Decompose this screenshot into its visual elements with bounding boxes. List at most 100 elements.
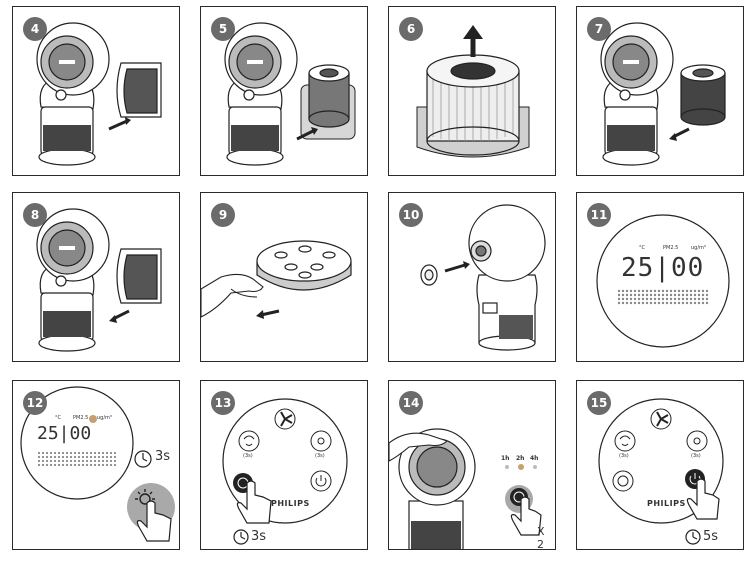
unit-ugm3: ug/m³ bbox=[691, 245, 706, 251]
matrix-dot bbox=[85, 451, 89, 455]
step-9-panel: 9 bbox=[200, 192, 368, 362]
matrix-dot bbox=[93, 459, 97, 463]
matrix-dot bbox=[701, 293, 705, 297]
matrix-dot bbox=[53, 455, 57, 459]
unit-pm25: PM2.5 bbox=[663, 245, 679, 251]
filter-cover bbox=[116, 62, 162, 118]
arrow-icon bbox=[260, 309, 280, 317]
hand-icon bbox=[201, 273, 264, 318]
timer-level-dots bbox=[505, 464, 537, 470]
hand-icon bbox=[510, 496, 542, 536]
step-15-illustration bbox=[598, 398, 724, 545]
hold-duration-label: 3s bbox=[155, 449, 171, 464]
matrix-dot bbox=[669, 301, 673, 305]
matrix-dot bbox=[697, 297, 701, 301]
matrix-dot bbox=[633, 289, 637, 293]
control-panel-circle bbox=[598, 398, 724, 524]
step-number-badge: 4 bbox=[23, 17, 47, 41]
matrix-dot bbox=[665, 297, 669, 301]
matrix-dot bbox=[113, 451, 117, 455]
matrix-dot bbox=[57, 459, 61, 463]
light-button-sub: (3s) bbox=[691, 453, 701, 459]
matrix-dot bbox=[677, 301, 681, 305]
matrix-dot bbox=[65, 451, 69, 455]
filter-cover bbox=[116, 248, 162, 304]
filter-grid bbox=[607, 125, 655, 151]
matrix-dot bbox=[105, 451, 109, 455]
step-12-illustration bbox=[20, 386, 175, 542]
display-digits: 25|00 bbox=[621, 253, 705, 283]
fan-speed-icon bbox=[650, 408, 672, 430]
matrix-dot bbox=[669, 289, 673, 293]
matrix-dot bbox=[649, 293, 653, 297]
brand-logo: PHILIPS bbox=[647, 499, 686, 508]
matrix-dot bbox=[93, 455, 97, 459]
matrix-dot bbox=[705, 289, 709, 293]
timer-button[interactable] bbox=[612, 470, 634, 492]
matrix-dot bbox=[73, 463, 77, 467]
matrix-dot bbox=[629, 289, 633, 293]
matrix-dot bbox=[69, 459, 73, 463]
matrix-dot bbox=[37, 455, 41, 459]
air-purifier-fan bbox=[600, 22, 674, 166]
timer-level-1h: 1h bbox=[501, 455, 510, 462]
matrix-dot bbox=[93, 451, 97, 455]
matrix-dot bbox=[85, 459, 89, 463]
matrix-dot bbox=[681, 289, 685, 293]
matrix-dot bbox=[81, 451, 85, 455]
auto-mode-icon bbox=[238, 430, 260, 452]
matrix-dot bbox=[69, 463, 73, 467]
matrix-dot bbox=[633, 301, 637, 305]
matrix-dot bbox=[669, 293, 673, 297]
matrix-dot bbox=[629, 297, 633, 301]
auto-mode-icon bbox=[614, 430, 636, 452]
matrix-dot bbox=[629, 293, 633, 297]
matrix-dot bbox=[41, 463, 45, 467]
matrix-dot bbox=[101, 455, 105, 459]
matrix-dot bbox=[637, 297, 641, 301]
step-number-badge: 13 bbox=[211, 391, 235, 415]
step-number-badge: 5 bbox=[211, 17, 235, 41]
matrix-dot bbox=[697, 301, 701, 305]
matrix-dot bbox=[45, 451, 49, 455]
matrix-dot bbox=[677, 293, 681, 297]
matrix-dot bbox=[61, 459, 65, 463]
matrix-dot bbox=[61, 463, 65, 467]
step-11-panel: 11 25|00 °C PM2.5 ug/m³ bbox=[576, 192, 744, 362]
matrix-dot bbox=[657, 289, 661, 293]
timer-icon bbox=[233, 529, 249, 545]
step-8-illustration bbox=[36, 208, 162, 352]
power-button[interactable] bbox=[310, 470, 332, 492]
matrix-dot bbox=[81, 459, 85, 463]
filter-grid bbox=[43, 125, 91, 151]
matrix-dot bbox=[649, 301, 653, 305]
matrix-dot bbox=[653, 293, 657, 297]
matrix-dot bbox=[661, 301, 665, 305]
step-5-panel: 5 bbox=[200, 6, 368, 176]
fan-speed-icon bbox=[274, 408, 296, 430]
matrix-dot bbox=[49, 455, 53, 459]
matrix-dot bbox=[685, 289, 689, 293]
matrix-dot bbox=[661, 293, 665, 297]
matrix-dot bbox=[701, 297, 705, 301]
step-7-panel: 7 bbox=[576, 6, 744, 176]
matrix-dot bbox=[689, 297, 693, 301]
matrix-dot bbox=[645, 301, 649, 305]
coin-battery bbox=[420, 264, 438, 286]
matrix-dot bbox=[81, 455, 85, 459]
matrix-dot bbox=[705, 293, 709, 297]
step-6-illustration bbox=[416, 25, 530, 158]
cylinder-filter bbox=[680, 64, 726, 126]
matrix-dot bbox=[617, 289, 621, 293]
matrix-dot bbox=[681, 293, 685, 297]
matrix-dot bbox=[645, 297, 649, 301]
step-14-illustration bbox=[389, 428, 542, 549]
arrow-icon bbox=[444, 263, 466, 273]
step-13-panel: 13 (3s) (3s) PHILIPS bbox=[200, 380, 368, 550]
matrix-dot bbox=[649, 289, 653, 293]
matrix-dot bbox=[73, 451, 77, 455]
brand-logo: PHILIPS bbox=[271, 499, 310, 508]
matrix-dot bbox=[697, 293, 701, 297]
matrix-dot bbox=[109, 463, 113, 467]
arrow-icon bbox=[296, 129, 314, 141]
